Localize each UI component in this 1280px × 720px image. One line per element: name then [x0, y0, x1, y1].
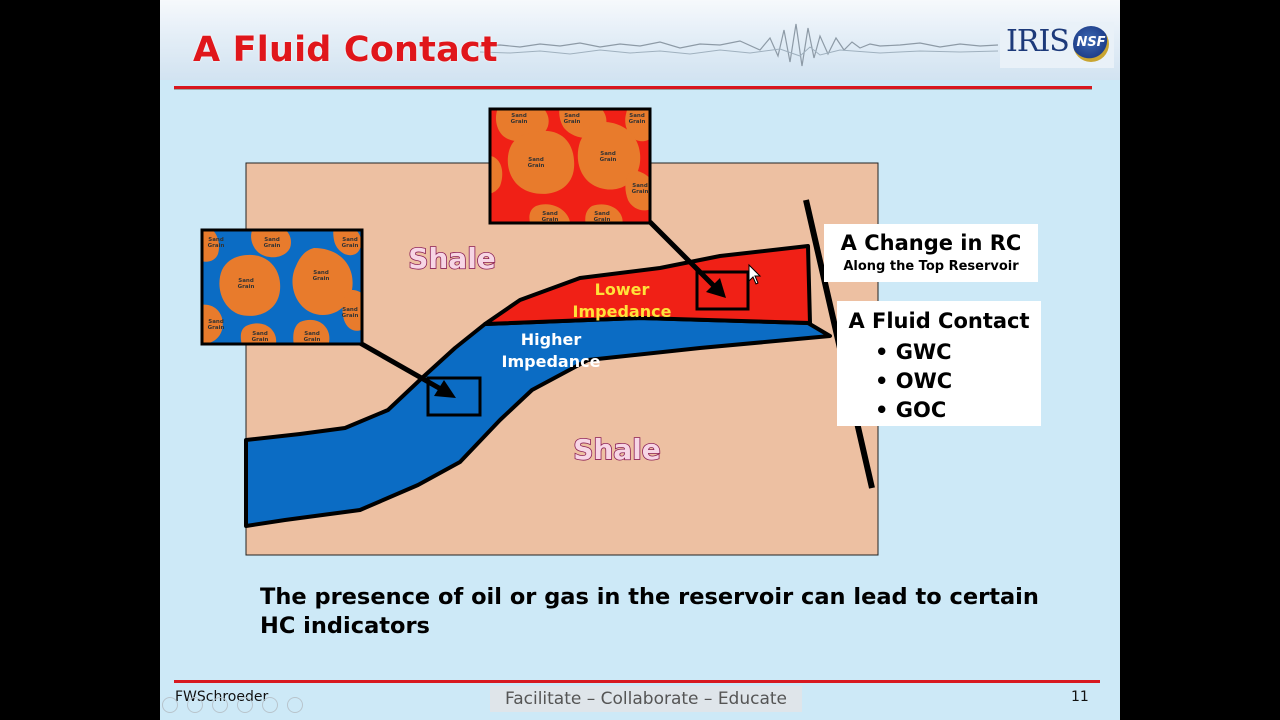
shale-label-bottom: Shale: [573, 433, 661, 466]
fluid-contact-title: A Fluid Contact: [848, 309, 1030, 333]
svg-text:Grain: Grain: [208, 243, 225, 249]
seismogram-trace: [479, 23, 999, 67]
svg-text:Sand: Sand: [528, 157, 544, 163]
svg-text:Sand: Sand: [342, 307, 358, 313]
slide-nav-controls: [162, 697, 307, 717]
list-item: • GWC: [875, 340, 952, 364]
svg-text:Grain: Grain: [342, 243, 359, 249]
lower-impedance-label: Lower: [595, 280, 650, 299]
brine-zoom-arrow: [358, 340, 448, 395]
rc-callout-subtitle: Along the Top Reservoir: [843, 259, 1019, 274]
footer-divider: [174, 680, 1100, 683]
iris-logo: IRIS NSF: [1000, 22, 1114, 68]
svg-text:Sand: Sand: [542, 211, 558, 217]
zoom-icon[interactable]: [237, 697, 254, 713]
svg-text:Grain: Grain: [542, 217, 559, 223]
svg-text:Sand: Sand: [208, 237, 224, 243]
header-banner: A Fluid Contact IRIS NSF: [160, 0, 1120, 80]
slide-caption: The presence of oil or gas in the reserv…: [260, 583, 1040, 641]
svg-text:Sand: Sand: [629, 113, 645, 119]
gas-zoom-arrowhead: [706, 278, 726, 298]
back-icon[interactable]: [187, 697, 204, 713]
svg-text:Grain: Grain: [632, 189, 649, 195]
menu-icon[interactable]: [212, 697, 229, 713]
svg-text:Sand: Sand: [313, 270, 329, 276]
svg-text:Grain: Grain: [629, 119, 646, 125]
svg-text:Sand: Sand: [511, 113, 527, 119]
reservoir-diagram: Shale Shale Lower Impedance Higher Imped…: [200, 107, 879, 556]
caption-line: HC indicators: [260, 613, 430, 639]
gas-sand-layer: [483, 244, 812, 326]
svg-text:Grain: Grain: [304, 337, 321, 343]
svg-text:Grain: Grain: [264, 243, 281, 249]
higher-impedance-label-2: Impedance: [502, 352, 601, 371]
svg-text:Grain: Grain: [208, 325, 225, 331]
svg-text:Sand: Sand: [594, 211, 610, 217]
svg-text:Sand: Sand: [252, 331, 268, 337]
rc-callout-title: A Change in RC: [840, 231, 1022, 255]
slide: A Fluid Contact IRIS NSF Shale Shale Low…: [160, 0, 1120, 720]
rc-callout: A Change in RC Along the Top Reservoir: [824, 224, 1038, 282]
iris-logo-text: IRIS: [1006, 24, 1070, 59]
nsf-seal-icon: NSF: [1073, 26, 1109, 62]
footer-motto: Facilitate – Collaborate – Educate: [490, 686, 802, 712]
brine-sample-box: [426, 376, 482, 417]
title-divider: [174, 86, 1092, 90]
forward-icon[interactable]: [262, 697, 279, 713]
mouse-cursor-icon: [748, 263, 762, 285]
svg-text:Sand: Sand: [342, 237, 358, 243]
svg-text:Grain: Grain: [313, 276, 330, 282]
svg-text:Grain: Grain: [238, 284, 255, 290]
shale-label-top: Shale: [408, 242, 496, 275]
svg-text:Sand: Sand: [208, 319, 224, 325]
svg-text:Sand: Sand: [304, 331, 320, 337]
svg-text:Sand: Sand: [264, 237, 280, 243]
fluid-contact-callout: A Fluid Contact • GWC • OWC • GOC: [837, 301, 1041, 426]
gas-sample-box: [695, 270, 750, 311]
previous-icon[interactable]: [162, 697, 178, 713]
svg-text:Sand: Sand: [238, 278, 254, 284]
caption-line: The presence of oil or gas in the reserv…: [260, 584, 1039, 610]
brine-sand-layer: [244, 316, 832, 528]
svg-text:Grain: Grain: [594, 217, 611, 223]
svg-text:Grain: Grain: [511, 119, 528, 125]
svg-text:Sand: Sand: [564, 113, 580, 119]
list-item: • GOC: [875, 398, 947, 422]
svg-text:Sand: Sand: [632, 183, 648, 189]
higher-impedance-label: Higher: [521, 330, 582, 349]
svg-text:Grain: Grain: [564, 119, 581, 125]
svg-text:Grain: Grain: [528, 163, 545, 169]
slide-title: A Fluid Contact: [193, 30, 498, 70]
svg-text:Sand: Sand: [600, 151, 616, 157]
svg-text:Grain: Grain: [342, 313, 359, 319]
svg-text:Grain: Grain: [252, 337, 269, 343]
gas-zoom-arrow: [648, 220, 722, 294]
brine-zoom-arrowhead: [434, 380, 456, 398]
lower-impedance-label-2: Impedance: [573, 302, 672, 321]
svg-text:Grain: Grain: [600, 157, 617, 163]
fluid-contact-list: • GWC • OWC • GOC: [875, 338, 952, 425]
more-icon[interactable]: [287, 697, 304, 713]
slide-number: 11: [1071, 689, 1089, 705]
list-item: • OWC: [875, 369, 953, 393]
